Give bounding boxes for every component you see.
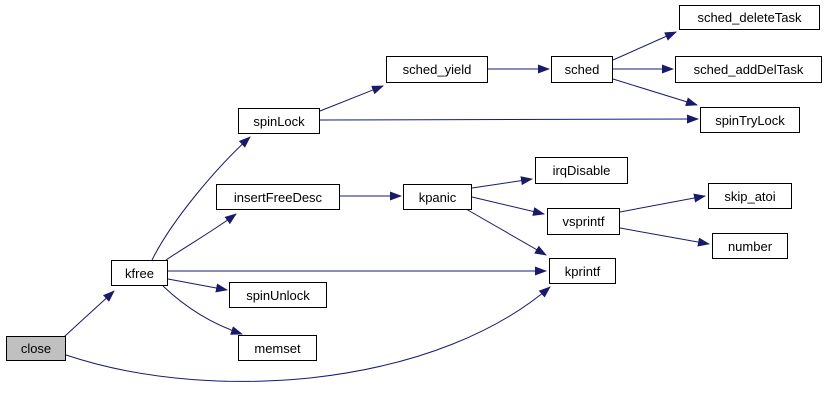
node-kprintf[interactable]: kprintf	[549, 258, 616, 284]
node-irqDisable[interactable]: irqDisable	[535, 157, 628, 184]
node-skip_atoi[interactable]: skip_atoi	[708, 183, 792, 209]
node-insertFreeDesc[interactable]: insertFreeDesc	[216, 184, 340, 210]
edge-kpanic-vsprintf	[471, 196, 545, 216]
edge-kfree-memset	[162, 285, 243, 335]
node-spinUnlock[interactable]: spinUnlock	[229, 282, 327, 308]
edge-vsprintf-skip_atoi	[619, 193, 706, 213]
edge-close-kprintf	[65, 286, 551, 382]
edge-close-kfree	[63, 290, 115, 338]
edge-kfree-insertFreeDesc	[165, 213, 237, 261]
edge-spinLock-sched_yield	[319, 85, 384, 112]
node-kpanic[interactable]: kpanic	[403, 184, 472, 210]
edge-vsprintf-number	[619, 227, 710, 247]
node-spinTryLock[interactable]: spinTryLock	[700, 107, 800, 133]
edge-kfree-spinUnlock	[167, 278, 228, 293]
node-sched_addDelTask[interactable]: sched_addDelTask	[675, 56, 822, 83]
edge-kfree-spinLock	[151, 136, 251, 261]
edge-kpanic-kprintf	[465, 208, 547, 256]
node-memset[interactable]: memset	[238, 335, 317, 361]
node-sched[interactable]: sched	[551, 56, 613, 83]
node-spinLock[interactable]: spinLock	[238, 108, 320, 134]
edge-sched-spinTryLock	[612, 78, 698, 107]
node-sched_deleteTask[interactable]: sched_deleteTask	[679, 5, 820, 30]
node-kfree[interactable]: kfree	[111, 260, 168, 286]
node-sched_yield[interactable]: sched_yield	[386, 56, 488, 83]
node-number[interactable]: number	[712, 233, 788, 259]
node-close: close	[6, 336, 66, 361]
edge-kpanic-irqDisable	[471, 176, 533, 189]
node-vsprintf[interactable]: vsprintf	[547, 208, 620, 235]
edge-spinLock-spinTryLock	[319, 114, 699, 124]
edge-sched-sched_deleteTask	[612, 31, 677, 61]
